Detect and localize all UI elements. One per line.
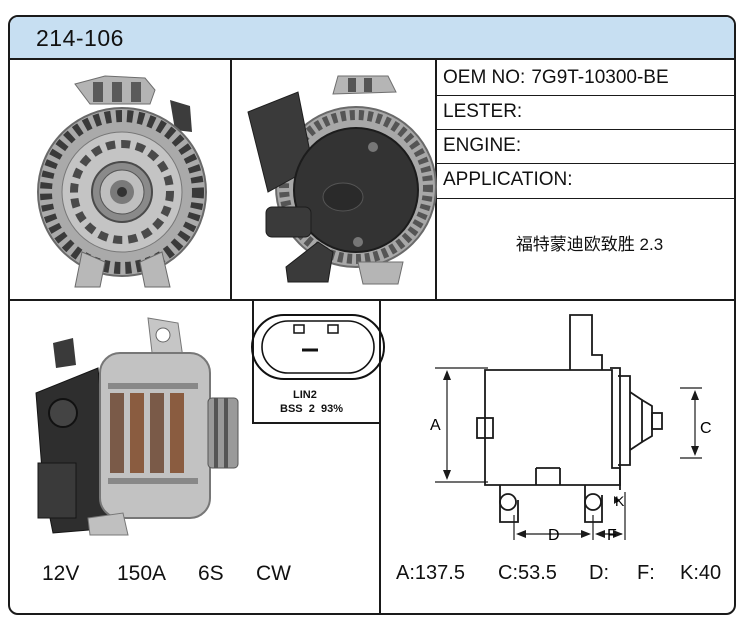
connector-label-2: BSS 2 93% xyxy=(280,403,343,415)
application-value: 福特蒙迪欧致胜 2.3 xyxy=(515,235,664,254)
dimension-d: D: xyxy=(589,562,609,584)
divider-v1 xyxy=(230,60,232,300)
connector-label-1: LIN2 xyxy=(293,389,317,401)
spec-oem: OEM NO:7G9T-10300-BE xyxy=(443,61,669,95)
dimension-k: K:40 xyxy=(680,562,722,584)
spec-row-line-2 xyxy=(435,129,734,130)
spec-application-label: APPLICATION: xyxy=(443,169,573,190)
label-d: D xyxy=(548,527,560,544)
rating-amperage: 150A xyxy=(117,562,167,585)
spec-application: APPLICATION: xyxy=(443,163,579,197)
alternator-side-photo xyxy=(35,317,239,536)
dimension-a: A:137.5 xyxy=(396,562,465,584)
spec-row-line-1 xyxy=(435,95,734,96)
rating-rotation: CW xyxy=(256,562,291,585)
alternator-front-photo xyxy=(37,75,207,288)
spec-oem-value: 7G9T-10300-BE xyxy=(531,67,669,88)
connector-box-bottom xyxy=(252,422,380,424)
spec-lester-label: LESTER: xyxy=(443,101,523,122)
header-bar: 214-106 xyxy=(10,17,734,60)
label-a: A xyxy=(430,417,441,434)
spec-sheet: 214-106 OEM NO:7G9T-10300-BE LESTER: ENG… xyxy=(8,15,736,615)
spec-engine-label: ENGINE: xyxy=(443,135,522,156)
alternator-rear-photo xyxy=(247,75,437,285)
divider-h-mid xyxy=(10,299,734,301)
part-number: 214-106 xyxy=(36,25,124,51)
spec-row-line-4 xyxy=(435,198,734,199)
dimension-c: C:53.5 xyxy=(498,562,557,584)
spec-lester: LESTER: xyxy=(443,95,528,129)
spec-engine: ENGINE: xyxy=(443,129,527,163)
spec-row-line-3 xyxy=(435,163,734,164)
divider-v3 xyxy=(379,299,381,613)
dimension-diagram: A C D F K xyxy=(430,314,712,544)
label-f: F xyxy=(607,527,617,544)
label-k: K xyxy=(615,493,625,509)
connector-diagram xyxy=(251,314,385,380)
spec-oem-label: OEM NO: xyxy=(443,67,526,88)
rating-voltage: 12V xyxy=(42,562,80,585)
rating-pulley: 6S xyxy=(198,562,224,585)
label-c: C xyxy=(700,420,712,437)
dimension-f: F: xyxy=(637,562,655,584)
connector-box-left xyxy=(252,299,254,423)
